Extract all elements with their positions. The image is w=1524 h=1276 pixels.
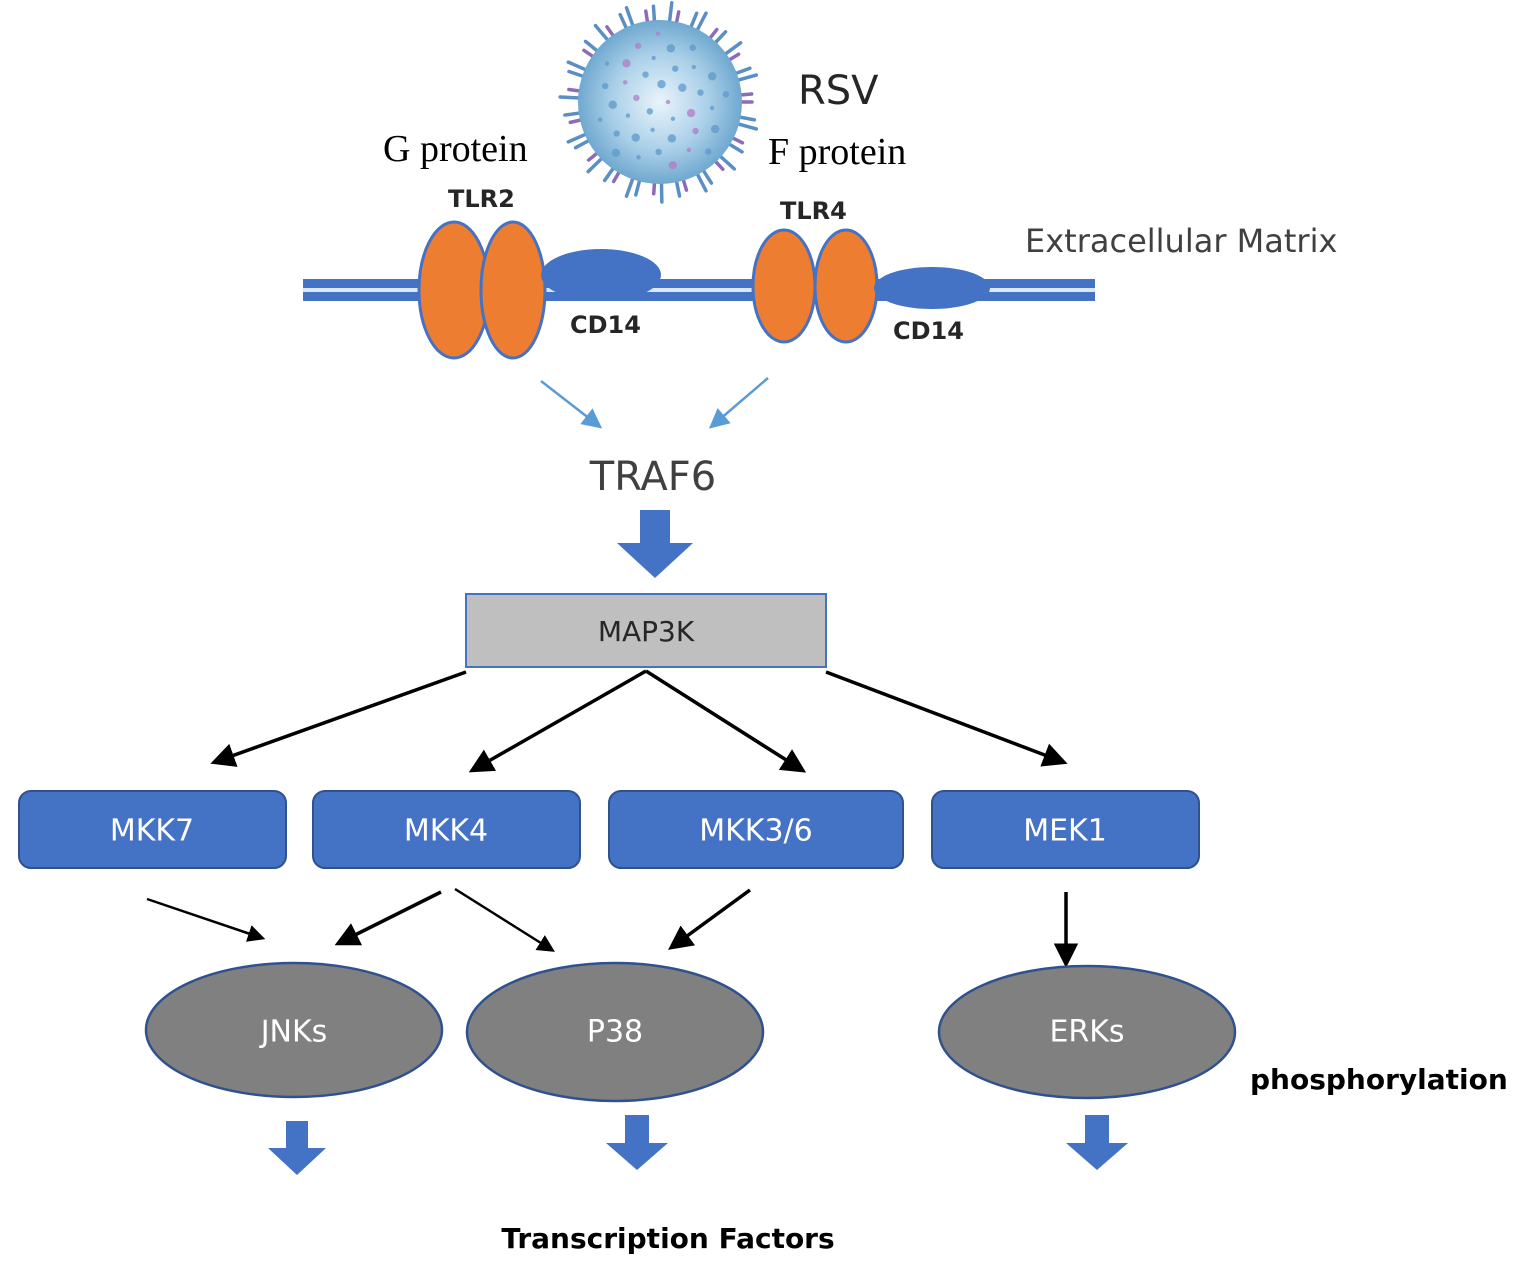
mkk7-to-jnks-arrow bbox=[146, 897, 266, 942]
map3k-to-mek1-arrow bbox=[825, 670, 1068, 767]
transcription-factors-label: Transcription Factors bbox=[501, 1222, 834, 1255]
tlr4-to-traf6-arrow bbox=[708, 377, 769, 429]
cd14-left bbox=[541, 249, 661, 301]
mkk36-label: MKK3/6 bbox=[699, 814, 813, 849]
erks-oval: ERKs bbox=[937, 964, 1237, 1100]
mkk4-to-jnks-arrow bbox=[334, 890, 442, 946]
tlr2-receptor bbox=[417, 220, 547, 360]
mkk7-box: MKK7 bbox=[18, 790, 287, 869]
virus-icon bbox=[558, 0, 759, 204]
erks-down-arrow bbox=[1066, 1115, 1128, 1170]
jnks-label: JNKs bbox=[259, 1015, 328, 1050]
tlr4-receptor bbox=[751, 228, 879, 344]
mkk36-to-p38-arrow bbox=[668, 888, 752, 950]
map3k-label: MAP3K bbox=[598, 615, 695, 648]
virus-label: RSV bbox=[798, 68, 879, 114]
traf6-to-map3k-arrow bbox=[617, 510, 693, 578]
p38-down-arrow bbox=[606, 1115, 668, 1170]
f-protein-label: F protein bbox=[768, 131, 906, 173]
mkk4-box: MKK4 bbox=[312, 790, 581, 869]
mek1-label: MEK1 bbox=[1023, 814, 1107, 849]
tlr4-label: TLR4 bbox=[780, 197, 847, 225]
map3k-box bbox=[465, 593, 827, 668]
phosphorylation-label: phosphorylation bbox=[1250, 1063, 1508, 1096]
mkk36-box: MKK3/6 bbox=[608, 790, 904, 869]
jnks-down-arrow bbox=[268, 1121, 326, 1175]
map3k-to-mkk7-arrow bbox=[210, 670, 467, 767]
tlr2-to-traf6-arrow bbox=[540, 380, 603, 429]
cd14-left-label: CD14 bbox=[570, 311, 641, 339]
tlr2-label: TLR2 bbox=[448, 185, 515, 213]
map3k-to-mkk36-arrow bbox=[645, 669, 807, 773]
cd14-right bbox=[874, 267, 990, 309]
g-protein-label: G protein bbox=[383, 128, 528, 170]
mkk4-to-p38-arrow bbox=[454, 887, 555, 952]
erks-label: ERKs bbox=[1049, 1015, 1124, 1050]
mkk7-label: MKK7 bbox=[110, 814, 194, 849]
mek1-box: MEK1 bbox=[931, 790, 1200, 869]
p38-label: P38 bbox=[587, 1015, 643, 1050]
mkk4-label: MKK4 bbox=[404, 814, 488, 849]
membrane-label: Extracellular Matrix bbox=[1025, 222, 1337, 260]
p38-oval: P38 bbox=[465, 961, 765, 1103]
cd14-right-label: CD14 bbox=[893, 317, 964, 345]
traf6-label: TRAF6 bbox=[589, 454, 716, 500]
jnks-oval: JNKs bbox=[144, 961, 444, 1099]
map3k-to-mkk4-arrow bbox=[468, 669, 647, 773]
